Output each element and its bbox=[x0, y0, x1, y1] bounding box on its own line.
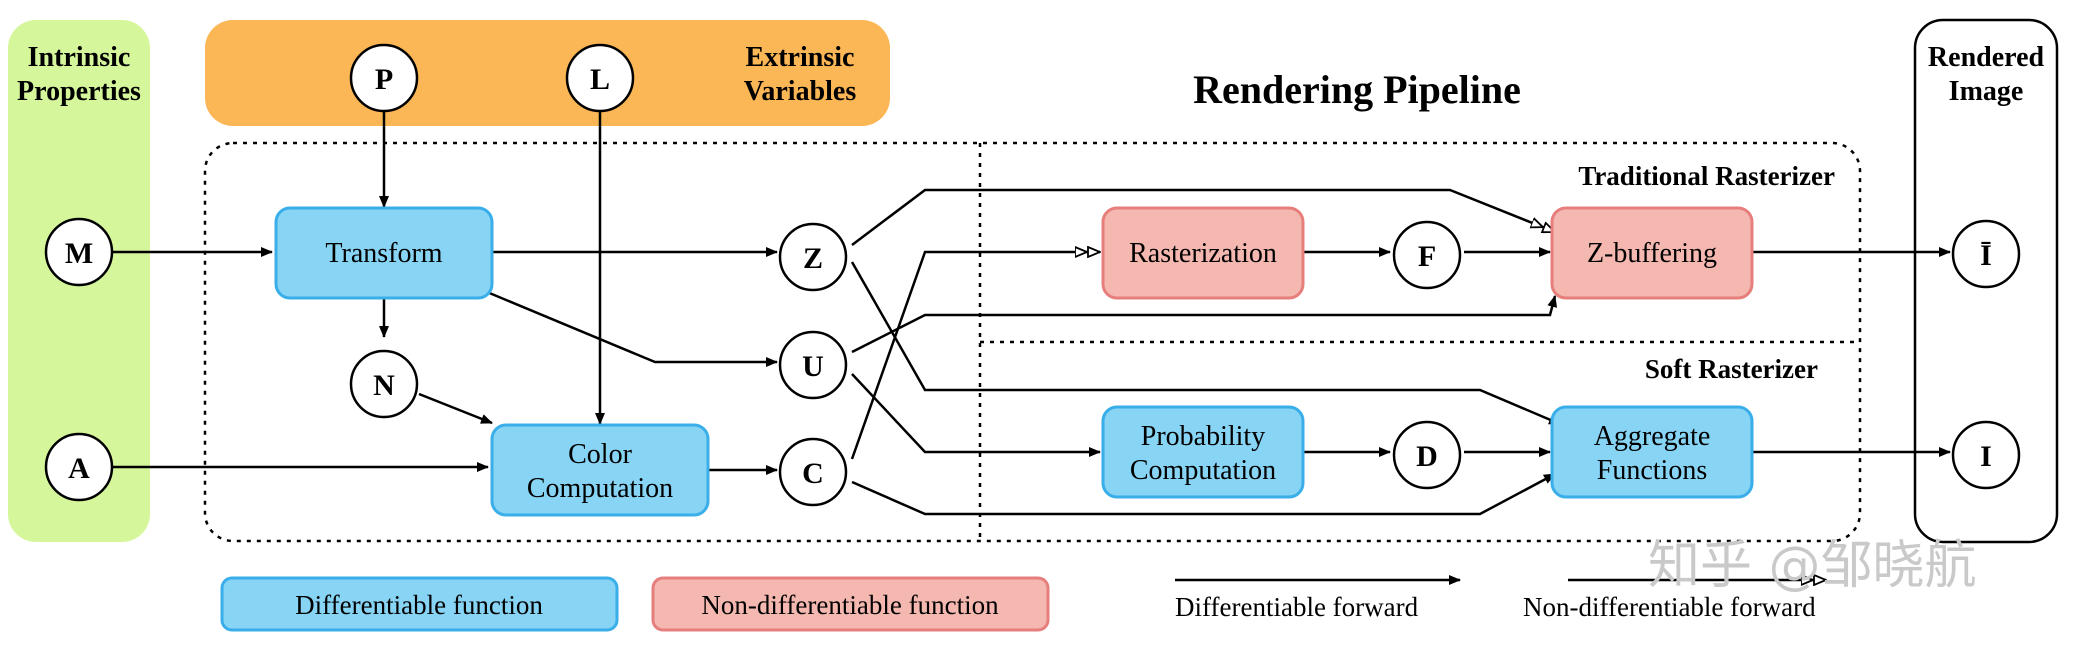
svg-text:P: P bbox=[375, 63, 393, 96]
legend: Differentiable function Non-differentiab… bbox=[220, 575, 1826, 632]
node-z: Z bbox=[778, 222, 848, 292]
edge-c-aggregate bbox=[851, 472, 1556, 516]
node-c: C bbox=[778, 437, 848, 507]
node-a: A bbox=[44, 432, 114, 502]
node-p: P bbox=[349, 43, 419, 113]
extrinsic-variables-panel bbox=[205, 20, 890, 126]
svg-text:Transform: Transform bbox=[325, 238, 442, 269]
svg-text:M: M bbox=[65, 237, 93, 270]
legend-differentiable-forward: Differentiable forward bbox=[1175, 575, 1461, 622]
node-i: I bbox=[1951, 420, 2021, 490]
svg-text:Non-differentiable forward: Non-differentiable forward bbox=[1523, 592, 1816, 622]
edge-transform-u bbox=[486, 290, 778, 367]
edge-u-probability bbox=[851, 373, 1101, 457]
node-d: D bbox=[1392, 420, 1462, 490]
node-l: L bbox=[565, 43, 635, 113]
svg-text:Ī: Ī bbox=[1980, 239, 1992, 272]
edge-z-aggregate bbox=[850, 261, 1561, 426]
soft-rasterizer-label: Soft Rasterizer bbox=[1645, 354, 1818, 384]
node-m: M bbox=[44, 217, 114, 287]
watermark: 知乎 @邹晓航 bbox=[1648, 536, 1977, 596]
svg-text:F: F bbox=[1418, 240, 1436, 273]
svg-text:N: N bbox=[373, 369, 395, 402]
box-z-buffering: Z-buffering bbox=[1550, 206, 1754, 300]
box-rasterization: Rasterization bbox=[1101, 206, 1305, 300]
box-transform: Transform bbox=[274, 206, 494, 300]
edge-c-rasterization bbox=[850, 252, 1100, 460]
svg-text:Differentiable function: Differentiable function bbox=[295, 590, 543, 620]
edges bbox=[108, 111, 1951, 516]
svg-text:Z: Z bbox=[803, 242, 823, 275]
svg-text:Differentiable forward: Differentiable forward bbox=[1175, 592, 1419, 622]
svg-text:U: U bbox=[802, 350, 824, 383]
node-i-bar: Ī bbox=[1951, 219, 2021, 289]
diagram-title: Rendering Pipeline bbox=[1193, 67, 1521, 112]
svg-text:C: C bbox=[802, 457, 824, 490]
svg-text:A: A bbox=[68, 452, 90, 485]
node-u: U bbox=[778, 330, 848, 400]
traditional-rasterizer-label: Traditional Rasterizer bbox=[1578, 161, 1835, 191]
svg-text:I: I bbox=[1980, 440, 1992, 473]
svg-text:Z-buffering: Z-buffering bbox=[1587, 238, 1717, 269]
edge-z-zbuffer bbox=[851, 188, 1555, 246]
legend-differentiable-function: Differentiable function bbox=[220, 576, 619, 632]
edge-n-color bbox=[418, 392, 493, 425]
svg-text:Rasterization: Rasterization bbox=[1129, 238, 1277, 269]
edge-u-zbuffer bbox=[851, 295, 1558, 354]
legend-non-differentiable-function: Non-differentiable function bbox=[651, 576, 1050, 632]
legend-non-differentiable-forward: Non-differentiable forward bbox=[1523, 580, 1826, 622]
node-n: N bbox=[349, 349, 419, 419]
svg-text:Non-differentiable function: Non-differentiable function bbox=[701, 590, 999, 620]
svg-text:L: L bbox=[590, 63, 610, 96]
rendered-image-panel bbox=[1913, 18, 2059, 544]
node-f: F bbox=[1392, 220, 1462, 290]
svg-text:D: D bbox=[1416, 440, 1438, 473]
rendering-pipeline-region bbox=[203, 141, 1862, 543]
